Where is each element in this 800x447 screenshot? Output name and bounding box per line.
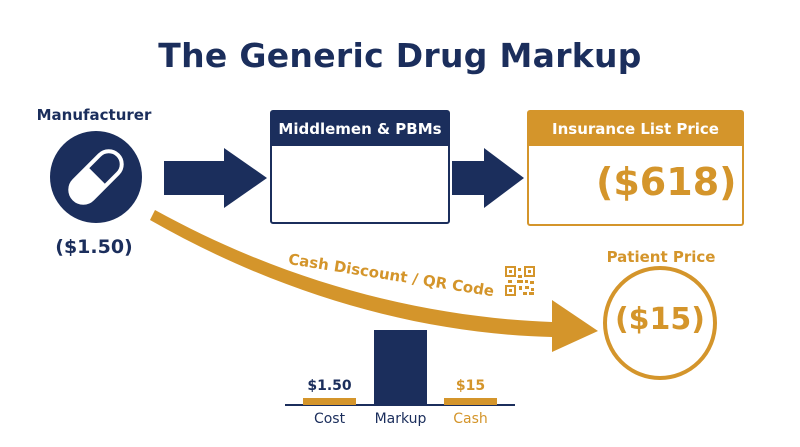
cash-discount-curve-arrow [150, 210, 598, 352]
bar-value-cost: $1.50 [307, 378, 352, 394]
qr-code-icon [505, 266, 535, 296]
bar-cost [303, 398, 356, 405]
arrow-to-insurance [452, 148, 524, 208]
bar-category-cash: Cash [453, 411, 488, 427]
bar-markup [374, 330, 427, 405]
insurance-box: Insurance List Price [527, 110, 744, 226]
insurance-price: ($618) [596, 160, 737, 204]
middlemen-header: Middlemen & PBMs [272, 112, 448, 146]
page-title: The Generic Drug Markup [158, 36, 642, 75]
manufacturer-label: Manufacturer [36, 106, 152, 124]
mini-bar-chart [285, 330, 515, 406]
patient-price-value: ($15) [614, 302, 706, 337]
manufacturer-price: ($1.50) [55, 236, 133, 258]
bar-cash [444, 398, 497, 405]
bar-value-cash: $15 [455, 378, 486, 394]
patient-price-ring [603, 266, 717, 380]
pill-capsule-icon [68, 149, 124, 205]
bar-category-cost: Cost [313, 411, 346, 427]
arrow-to-middlemen [164, 148, 267, 208]
manufacturer-node [50, 131, 142, 223]
bar-category-markup: Markup [374, 411, 427, 427]
patient-price-label: Patient Price [606, 248, 716, 266]
insurance-header: Insurance List Price [529, 112, 742, 146]
middlemen-box: Middlemen & PBMs [270, 110, 450, 224]
